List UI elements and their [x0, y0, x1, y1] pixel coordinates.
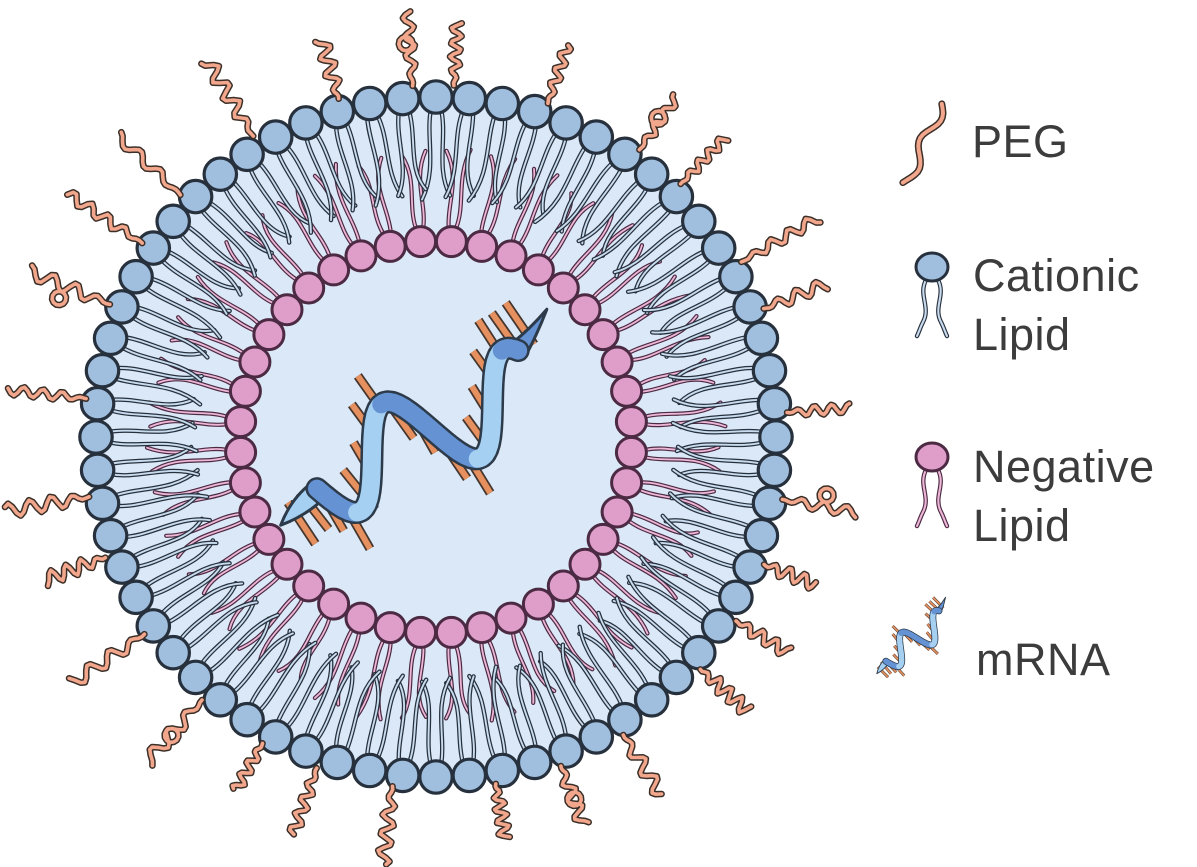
legend-label-peg: PEG: [972, 116, 1069, 167]
nanoparticle-diagram: [1, 8, 859, 867]
negative-lipid-icon: [914, 441, 950, 529]
mrna-strand: [279, 300, 549, 552]
peg-layer: [1, 8, 859, 867]
mrna-icon: [876, 596, 947, 679]
legend-label-cationic-lipid: Cationic Lipid: [973, 250, 1140, 360]
legend-label-mrna: mRNA: [976, 634, 1111, 685]
mrna-strand: [876, 596, 947, 679]
cationic-lipid-icon: [914, 251, 950, 339]
cationic-lipid-layer: [78, 79, 794, 795]
peg-icon: [899, 100, 947, 187]
legend-label-negative-lipid: Negative Lipid: [973, 441, 1155, 551]
